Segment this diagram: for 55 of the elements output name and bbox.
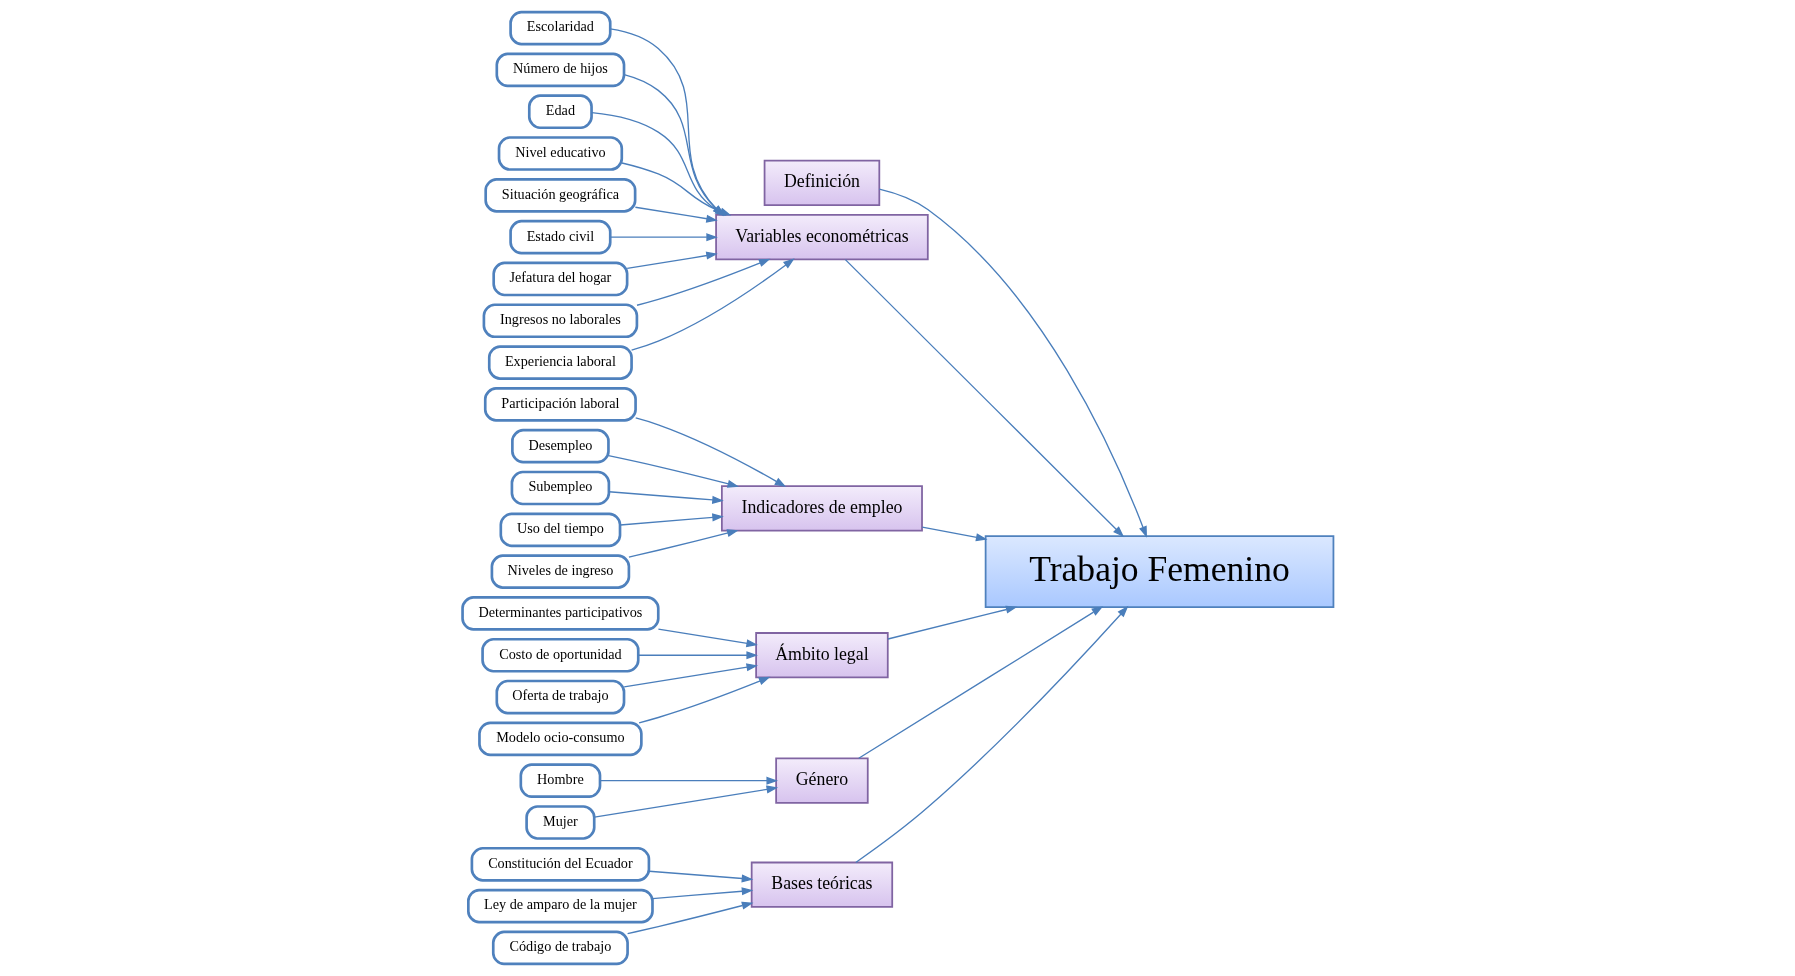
node-box: Modelo ocio-consumo xyxy=(477,721,643,757)
arrow xyxy=(609,233,718,242)
arrow xyxy=(630,258,795,351)
arrow xyxy=(599,776,778,785)
node-box: Niveles de ingreso xyxy=(490,554,630,589)
arrow xyxy=(619,513,724,526)
arrow xyxy=(857,606,1103,759)
arrow xyxy=(637,651,758,660)
node-box: Jefatura del hogar xyxy=(491,261,628,297)
node-box: Variables econométricas xyxy=(714,214,929,261)
node-box: Escolaridad xyxy=(508,10,612,46)
arrow xyxy=(626,251,718,269)
node-box: Hombre xyxy=(519,763,601,798)
node-box: Situación geográfica xyxy=(483,178,636,213)
arrow xyxy=(921,526,987,542)
arrow xyxy=(886,605,1017,640)
arrow xyxy=(593,785,778,818)
node-box: Estado civil xyxy=(508,219,612,255)
node-box: Código de trabajo xyxy=(491,930,629,966)
node-box: Ámbito legal xyxy=(754,632,889,679)
arrow xyxy=(651,887,753,900)
node-box: Indicadores de empleo xyxy=(720,485,923,532)
node-box: Bases teóricas xyxy=(750,861,893,908)
node-box: Número de hijos xyxy=(494,52,625,88)
arrow xyxy=(607,491,724,504)
node-box: Experiencia laboral xyxy=(487,345,633,380)
arrow xyxy=(634,206,718,223)
node-box: Género xyxy=(774,757,869,804)
node-box: Definición xyxy=(763,159,880,206)
node-box: Edad xyxy=(527,94,593,130)
arrow xyxy=(635,258,770,306)
arrow xyxy=(854,605,1128,864)
arrow xyxy=(648,870,753,883)
node-box: Oferta de trabajo xyxy=(494,679,625,715)
arrow xyxy=(637,676,770,724)
node-box: Trabajo Femenino xyxy=(984,535,1334,609)
node-box: Desempleo xyxy=(510,428,610,464)
arrow xyxy=(623,663,758,688)
arrow xyxy=(657,628,758,648)
node-box: Constitución del Ecuador xyxy=(470,846,650,882)
node-box: Uso del tiempo xyxy=(498,512,621,548)
arrow xyxy=(607,455,739,488)
arrow xyxy=(634,417,786,488)
arrow xyxy=(627,529,739,558)
node-box: Participación laboral xyxy=(483,387,637,422)
node-box: Ley de amparo de la mujer xyxy=(466,888,654,924)
node-box: Mujer xyxy=(524,805,596,840)
node-box: Subempleo xyxy=(510,470,610,506)
arrow xyxy=(878,188,1147,538)
node-box: Determinantes participativos xyxy=(460,596,660,631)
node-box: Nivel educativo xyxy=(497,136,623,171)
arrow xyxy=(626,901,753,935)
arrow xyxy=(844,258,1124,538)
node-box: Costo de oportunidad xyxy=(480,637,640,673)
node-box: Ingresos no laborales xyxy=(482,303,638,339)
